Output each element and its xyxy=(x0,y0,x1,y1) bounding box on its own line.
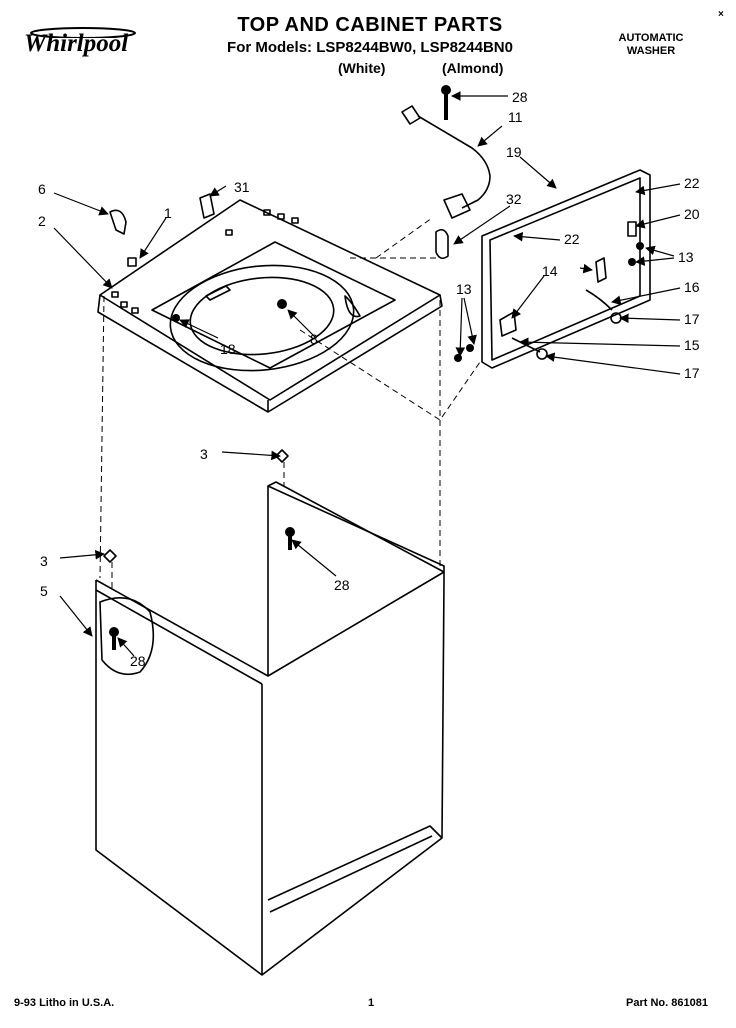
callout-2: 2 xyxy=(38,213,46,229)
callout-15: 15 xyxy=(684,337,700,353)
callout-13-right: 13 xyxy=(678,249,694,265)
leader-arrows xyxy=(53,91,681,657)
litho-note: 9-93 Litho in U.S.A. xyxy=(14,997,115,1009)
callout-3-upper: 3 xyxy=(200,446,208,462)
models-line: For Models: LSP8244BW0, LSP8244BN0 xyxy=(227,39,513,56)
callout-19: 19 xyxy=(506,144,522,160)
callout-28-side: 28 xyxy=(130,653,146,669)
product-line-2: WASHER xyxy=(626,45,676,57)
page-title: TOP AND CABINET PARTS xyxy=(237,14,503,36)
product-line-1: AUTOMATIC xyxy=(618,32,684,44)
callout-28-cabinet: 28 xyxy=(334,577,350,593)
page-number: 1 xyxy=(368,997,375,1009)
corner-mark: × xyxy=(718,9,724,20)
callout-16: 16 xyxy=(684,279,700,295)
callout-32: 32 xyxy=(506,191,522,207)
brand-logo: Whirlpool xyxy=(24,30,129,57)
callout-6: 6 xyxy=(38,181,46,197)
alignment-lines xyxy=(99,217,481,590)
callout-31: 31 xyxy=(234,179,250,195)
hardware-parts xyxy=(103,193,637,563)
part-number: Part No. 861081 xyxy=(626,997,708,1009)
white-label: (White) xyxy=(338,60,386,76)
cord-clamp xyxy=(435,228,449,260)
callout-17-lower: 17 xyxy=(684,365,700,381)
callout-22-right: 22 xyxy=(684,175,700,191)
power-cord xyxy=(401,105,491,219)
screws xyxy=(109,85,644,650)
callout-14: 14 xyxy=(542,263,558,279)
almond-label: (Almond) xyxy=(442,60,504,76)
callout-22-left: 22 xyxy=(564,231,580,247)
callout-20: 20 xyxy=(684,206,700,222)
callout-labels: 6 2 1 31 28 11 19 32 22 22 20 13 14 16 1… xyxy=(38,89,700,669)
callout-17-upper: 17 xyxy=(684,311,700,327)
washer-top-panel xyxy=(97,199,443,413)
callout-18: 18 xyxy=(220,341,236,357)
product-type: AUTOMATIC WASHER xyxy=(606,32,696,58)
callout-3-lower: 3 xyxy=(40,553,48,569)
cabinet xyxy=(95,481,445,976)
callout-11: 11 xyxy=(508,109,523,125)
callout-13-left: 13 xyxy=(456,281,472,297)
callout-28-cord: 28 xyxy=(512,89,528,105)
callout-5: 5 xyxy=(40,583,48,599)
callout-1: 1 xyxy=(164,205,172,221)
callout-8: 8 xyxy=(310,331,318,347)
brand-logo-swoosh xyxy=(28,24,138,43)
